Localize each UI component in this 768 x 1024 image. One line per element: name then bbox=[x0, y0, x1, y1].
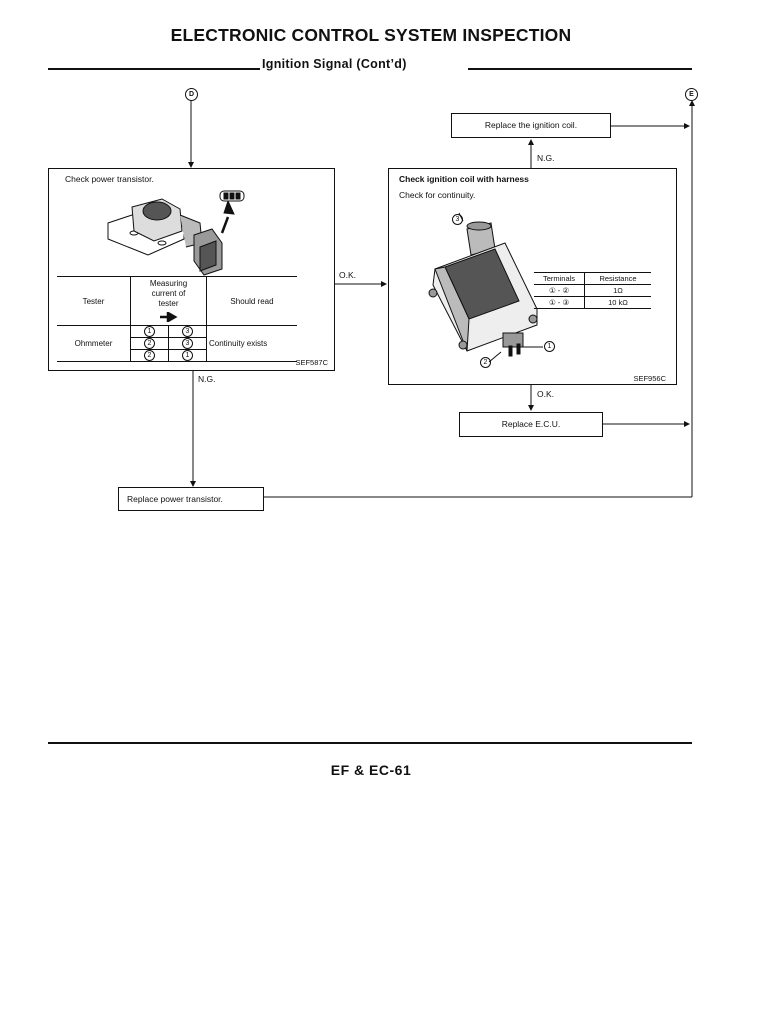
replace-ecu-box: Replace E.C.U. bbox=[459, 412, 603, 437]
power-transistor-illustration bbox=[107, 190, 245, 276]
power-transistor-table: Tester Measuring current of tester Shoul… bbox=[57, 276, 297, 362]
page-subtitle: Ignition Signal (Cont’d) bbox=[262, 57, 407, 71]
terminals-row-1: ① - ② bbox=[534, 284, 585, 297]
resistance-row-1: 1Ω bbox=[584, 284, 651, 297]
coil-terminal-2-label: 2 bbox=[480, 357, 491, 368]
power-transistor-check-box: Check power transistor. Tester Measuring… bbox=[48, 168, 335, 371]
connector-d-icon: D bbox=[185, 88, 198, 101]
ignition-coil-box-subtitle: Check for continuity. bbox=[399, 190, 476, 200]
connector-e-icon: E bbox=[685, 88, 698, 101]
replace-ignition-coil-label: Replace the ignition coil. bbox=[484, 120, 578, 130]
ignition-coil-illustration bbox=[428, 212, 543, 363]
subtitle-rule-right bbox=[468, 68, 692, 70]
ignition-coil-box-title: Check ignition coil with harness bbox=[399, 174, 529, 184]
ignition-coil-check-box: Check ignition coil with harness Check f… bbox=[388, 168, 677, 385]
terminal-pair-2-a: 2 bbox=[144, 338, 155, 349]
col-resistance-header: Resistance bbox=[584, 272, 651, 285]
terminal-pair-3-b: 1 bbox=[182, 350, 193, 361]
terminal-pair-1-b: 3 bbox=[182, 326, 193, 337]
resistance-row-2: 10 kΩ bbox=[584, 296, 651, 309]
power-transistor-box-title: Check power transistor. bbox=[65, 174, 154, 184]
ignition-coil-ok-label: O.K. bbox=[537, 389, 555, 399]
replace-ecu-label: Replace E.C.U. bbox=[501, 419, 561, 429]
page-title: ELECTRONIC CONTROL SYSTEM INSPECTION bbox=[170, 25, 572, 45]
measuring-arrow-icon bbox=[130, 310, 207, 327]
figure-code-sef956c: SEF956C bbox=[633, 374, 666, 383]
col-tester-header: Tester bbox=[57, 276, 131, 326]
col-terminals-header: Terminals bbox=[534, 272, 585, 285]
footer-rule bbox=[48, 742, 692, 744]
coil-terminal-3-label: 3 bbox=[452, 214, 463, 225]
replace-ignition-coil-box: Replace the ignition coil. bbox=[451, 113, 611, 138]
coil-resistance-table: Terminals Resistance ① - ② 1Ω ① - ③ 10 k… bbox=[534, 272, 651, 309]
col-measuring-label: Measuring current of tester bbox=[149, 279, 188, 308]
figure-code-sef587c: SEF587C bbox=[295, 358, 328, 367]
terminal-pair-2-b: 3 bbox=[182, 338, 193, 349]
coil-terminal-1-label: 1 bbox=[544, 341, 555, 352]
terminals-row-2: ① - ③ bbox=[534, 296, 585, 309]
tester-ohmmeter: Ohmmeter bbox=[57, 325, 131, 362]
subtitle-rule-left bbox=[48, 68, 260, 70]
should-read-result: Continuity exists bbox=[206, 325, 297, 362]
power-transistor-ok-label: O.K. bbox=[339, 270, 357, 280]
page-number: EF & EC-61 bbox=[330, 762, 412, 778]
terminal-pair-3-a: 2 bbox=[144, 350, 155, 361]
col-should-read-header: Should read bbox=[206, 276, 297, 326]
power-transistor-ng-label: N.G. bbox=[198, 374, 216, 384]
terminal-pair-1-a: 1 bbox=[144, 326, 155, 337]
replace-power-transistor-box: Replace power transistor. bbox=[118, 487, 264, 511]
ignition-coil-ng-label: N.G. bbox=[537, 153, 555, 163]
replace-power-transistor-label: Replace power transistor. bbox=[127, 494, 223, 504]
col-measuring-header: Measuring current of tester bbox=[130, 276, 207, 311]
